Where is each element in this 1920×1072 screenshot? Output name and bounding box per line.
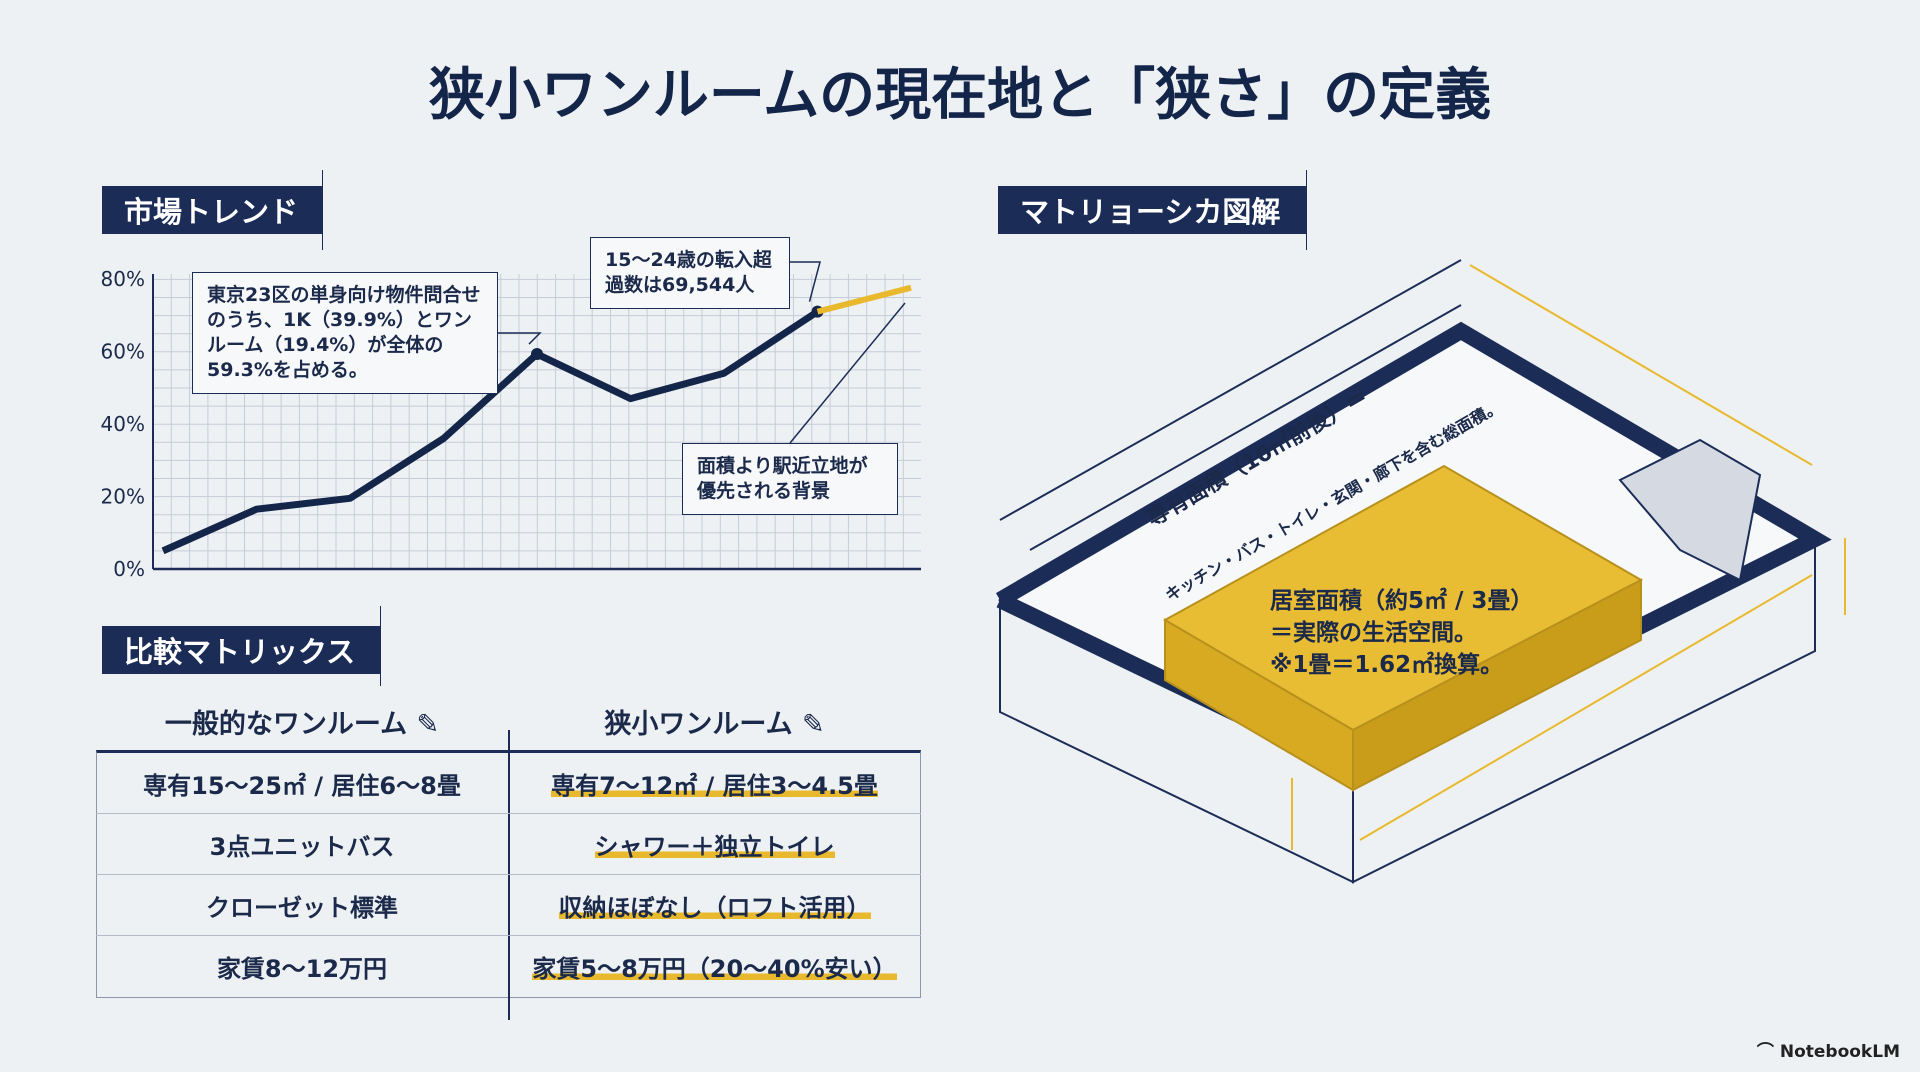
- cell-text: 専有7〜12㎡ / 居住3〜4.5畳: [551, 765, 878, 801]
- living-line: ※1畳＝1.62㎡換算。: [1270, 652, 1504, 678]
- matrix-cell: 家賃8〜12万円: [96, 936, 508, 997]
- dimension-mark: [1306, 170, 1307, 250]
- y-tick-label: 20%: [101, 485, 145, 509]
- matrix-cell: 3点ユニットバス: [96, 814, 508, 875]
- cell-text: 3点ユニットバス: [209, 832, 395, 861]
- dimension-line-yellow: [1469, 264, 1813, 466]
- cell-text: クローゼット標準: [206, 893, 398, 922]
- matrix-cell: 収納ほぼなし（ロフト活用）: [508, 875, 921, 936]
- trend-chart: 0% 20% 40% 60% 80%: [101, 261, 921, 581]
- living-line: ＝実際の生活空間。: [1270, 620, 1477, 646]
- header-text: 狭小ワンルーム: [604, 709, 793, 740]
- annotation-migration: 15〜24歳の転入超過数は69,544人: [590, 237, 790, 309]
- matrix-cell: 専有15〜25㎡ / 居住6〜8畳: [96, 753, 508, 814]
- dimension-line: [999, 259, 1462, 521]
- bathroom-block: [1618, 438, 1762, 582]
- y-tick-label: 60%: [101, 340, 145, 364]
- matrix-divider: [508, 730, 510, 1020]
- cell-text: 収納ほぼなし（ロフト活用）: [558, 887, 871, 923]
- cell-text: 専有15〜25㎡ / 居住6〜8畳: [143, 771, 461, 800]
- annotation-leader: [498, 332, 542, 345]
- series-line-trend: [161, 308, 820, 555]
- edit-icon: ✎: [801, 709, 825, 740]
- matrix-cell: 家賃5〜8万円（20〜40%安い）: [508, 936, 921, 997]
- brand-text: NotebookLM: [1779, 1042, 1900, 1062]
- living-line: 居室面積（約5㎡ / 3畳）: [1270, 588, 1534, 614]
- dimension-mark: [322, 170, 323, 250]
- living-area-right: [1352, 578, 1642, 792]
- page-title: 狭小ワンルームの現在地と「狭さ」の定義: [428, 63, 1492, 128]
- annotation-leader: [790, 261, 821, 302]
- annotation-station: 面積より駅近立地が優先される背景: [682, 443, 898, 515]
- living-area-label: 居室面積（約5㎡ / 3畳） ＝実際の生活空間。 ※1畳＝1.62㎡換算。: [1270, 585, 1533, 681]
- annotation-inquiries: 東京23区の単身向け物件問合せのうち、1K（39.9%）とワンルーム（19.4%…: [192, 272, 498, 394]
- matrix-header-general: 一般的なワンルーム ✎: [96, 702, 508, 741]
- section-label-matrix: 比較マトリックス: [102, 626, 380, 674]
- matrix-cell: シャワー＋独立トイレ: [508, 814, 921, 875]
- section-label-diagram: マトリョーシカ図解: [998, 186, 1306, 234]
- y-tick-label: 80%: [101, 267, 145, 291]
- matrix-header-small: 狭小ワンルーム ✎: [508, 702, 921, 741]
- cell-text: 家賃8〜12万円: [216, 955, 388, 983]
- y-tick-label: 40%: [101, 412, 145, 436]
- dimension-line: [1029, 304, 1462, 551]
- matrix-cell: 専有7〜12㎡ / 居住3〜4.5畳: [508, 753, 921, 814]
- dimension-line-yellow: [1359, 574, 1813, 841]
- data-point: [531, 348, 543, 361]
- section-label-trend: 市場トレンド: [102, 186, 322, 234]
- annotation-leader: [789, 302, 906, 444]
- y-tick-label: 0%: [113, 557, 145, 581]
- brand-logo: ⌒ NotebookLM: [1756, 1042, 1900, 1062]
- edit-icon: ✎: [416, 709, 440, 740]
- matrix-cell: クローゼット標準: [96, 875, 508, 936]
- series-line-projection: [816, 284, 912, 315]
- dimension-mark: [380, 606, 381, 686]
- cell-text: シャワー＋独立トイレ: [594, 826, 835, 862]
- header-text: 一般的なワンルーム: [164, 709, 408, 740]
- cell-text: 家賃5〜8万円（20〜40%安い）: [532, 949, 897, 984]
